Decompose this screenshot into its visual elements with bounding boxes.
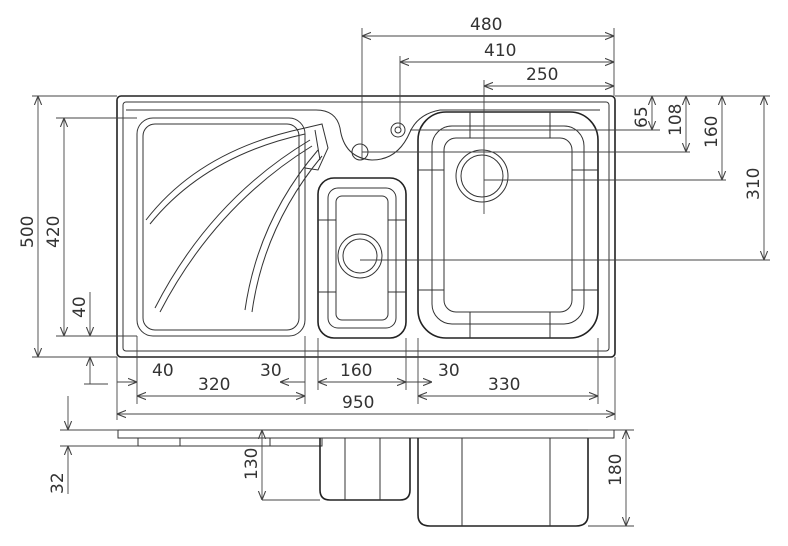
- dim-160-bottom: 160: [340, 361, 372, 381]
- sink-top-view: [116, 95, 616, 358]
- dim-250: 250: [526, 65, 558, 85]
- dim-30-right: 30: [438, 361, 460, 381]
- dim-130: 130: [242, 448, 262, 480]
- sink-side-view: [117, 429, 615, 527]
- dim-310: 310: [744, 168, 764, 200]
- dim-160: 160: [702, 116, 722, 148]
- dim-480: 480: [470, 15, 502, 35]
- dim-32: 32: [48, 472, 68, 494]
- large-bowl-profile: [417, 438, 589, 527]
- dimension-lines: [32, 28, 770, 527]
- dim-410: 410: [484, 41, 516, 61]
- dim-950: 950: [342, 393, 374, 413]
- small-bowl-profile: [319, 438, 411, 501]
- dim-420: 420: [44, 216, 64, 248]
- sink-inner-rim: [122, 101, 610, 352]
- dimension-labels: 480 410 250 65 108 160 310 500 420 40 40…: [18, 15, 764, 494]
- dim-30-left: 30: [260, 361, 282, 381]
- large-bowl: [417, 111, 599, 339]
- dim-500: 500: [18, 216, 38, 248]
- dim-40-vertical: 40: [70, 296, 90, 318]
- dim-40: 40: [152, 361, 174, 381]
- tap-hole: [351, 122, 406, 161]
- dim-180: 180: [606, 454, 626, 486]
- dim-65: 65: [632, 106, 652, 128]
- side-rim: [117, 429, 615, 439]
- dim-108: 108: [666, 104, 686, 136]
- dim-330: 330: [488, 375, 520, 395]
- drainer-board: [126, 109, 600, 337]
- sink-outer-rim: [116, 95, 616, 358]
- dim-320: 320: [198, 375, 230, 395]
- small-bowl: [317, 177, 407, 339]
